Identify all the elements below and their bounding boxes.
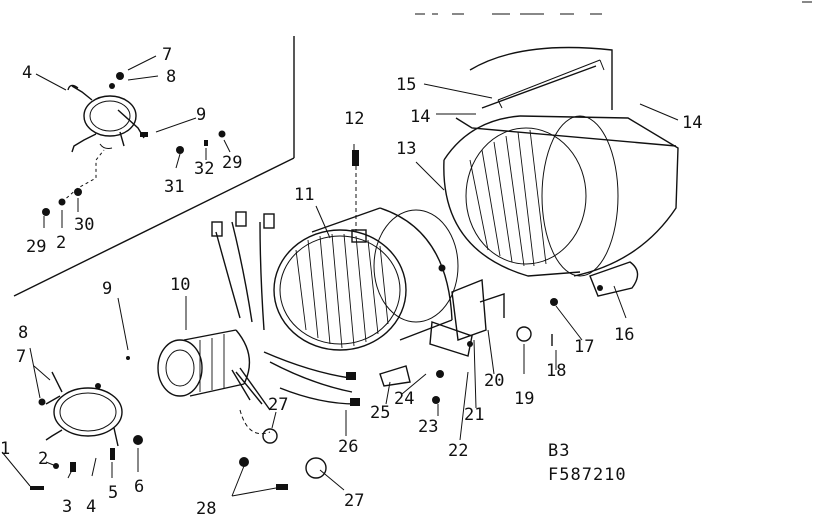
callout-25: 25 bbox=[370, 403, 390, 423]
callout-9-inset: 9 bbox=[196, 105, 206, 125]
callout-1: 1 bbox=[0, 439, 10, 459]
figure-number: F587210 bbox=[548, 465, 627, 485]
callout-11: 11 bbox=[294, 185, 314, 205]
callout-13: 13 bbox=[396, 139, 416, 159]
callout-29-b: 29 bbox=[26, 237, 46, 257]
section-code: B3 bbox=[548, 441, 570, 461]
brackets bbox=[379, 261, 639, 404]
callout-9: 9 bbox=[102, 279, 112, 299]
wiring-harness bbox=[211, 211, 360, 490]
callout-30: 30 bbox=[74, 215, 94, 235]
callout-29-a: 29 bbox=[222, 153, 242, 173]
callout-24: 24 bbox=[394, 389, 414, 409]
callout-26: 26 bbox=[338, 437, 358, 457]
callout-20: 20 bbox=[484, 371, 504, 391]
callout-6: 6 bbox=[134, 477, 144, 497]
callout-5: 5 bbox=[108, 483, 118, 503]
callout-31: 31 bbox=[164, 177, 184, 197]
callout-2-inset: 2 bbox=[56, 233, 66, 253]
top-scan-marks bbox=[415, 1, 812, 15]
callout-15: 15 bbox=[396, 75, 416, 95]
callout-7: 7 bbox=[16, 347, 26, 367]
callout-27-b: 27 bbox=[344, 491, 364, 511]
callout-12: 12 bbox=[344, 109, 364, 129]
callout-16: 16 bbox=[614, 325, 634, 345]
callout-32: 32 bbox=[194, 159, 214, 179]
callout-18: 18 bbox=[546, 361, 566, 381]
callout-23: 23 bbox=[418, 417, 438, 437]
blower-motor bbox=[126, 329, 271, 411]
callout-14-a: 14 bbox=[410, 107, 430, 127]
blower-wheel bbox=[273, 150, 459, 351]
callout-28: 28 bbox=[196, 499, 216, 516]
inset-divider bbox=[13, 36, 295, 297]
blower-housing bbox=[443, 46, 679, 277]
callout-3: 3 bbox=[62, 497, 72, 516]
leader-lines bbox=[1, 55, 679, 497]
callout-10: 10 bbox=[170, 275, 190, 295]
callout-2: 2 bbox=[38, 449, 48, 469]
callout-8-inset: 8 bbox=[166, 67, 176, 87]
callout-14-b: 14 bbox=[682, 113, 702, 133]
callout-4-inset: 4 bbox=[22, 63, 32, 83]
callout-labels: 7 8 4 9 31 32 29 30 29 2 9 10 11 12 13 1… bbox=[0, 45, 702, 516]
callout-17: 17 bbox=[574, 337, 594, 357]
callout-22: 22 bbox=[448, 441, 468, 461]
callout-21: 21 bbox=[464, 405, 484, 425]
callout-19: 19 bbox=[514, 389, 534, 409]
callout-4: 4 bbox=[86, 497, 96, 516]
callout-27-a: 27 bbox=[268, 395, 288, 415]
callout-7-inset: 7 bbox=[162, 45, 172, 65]
callout-8: 8 bbox=[18, 323, 28, 343]
motor-mount-ring bbox=[30, 371, 143, 490]
inset-motor-mount bbox=[42, 72, 226, 216]
